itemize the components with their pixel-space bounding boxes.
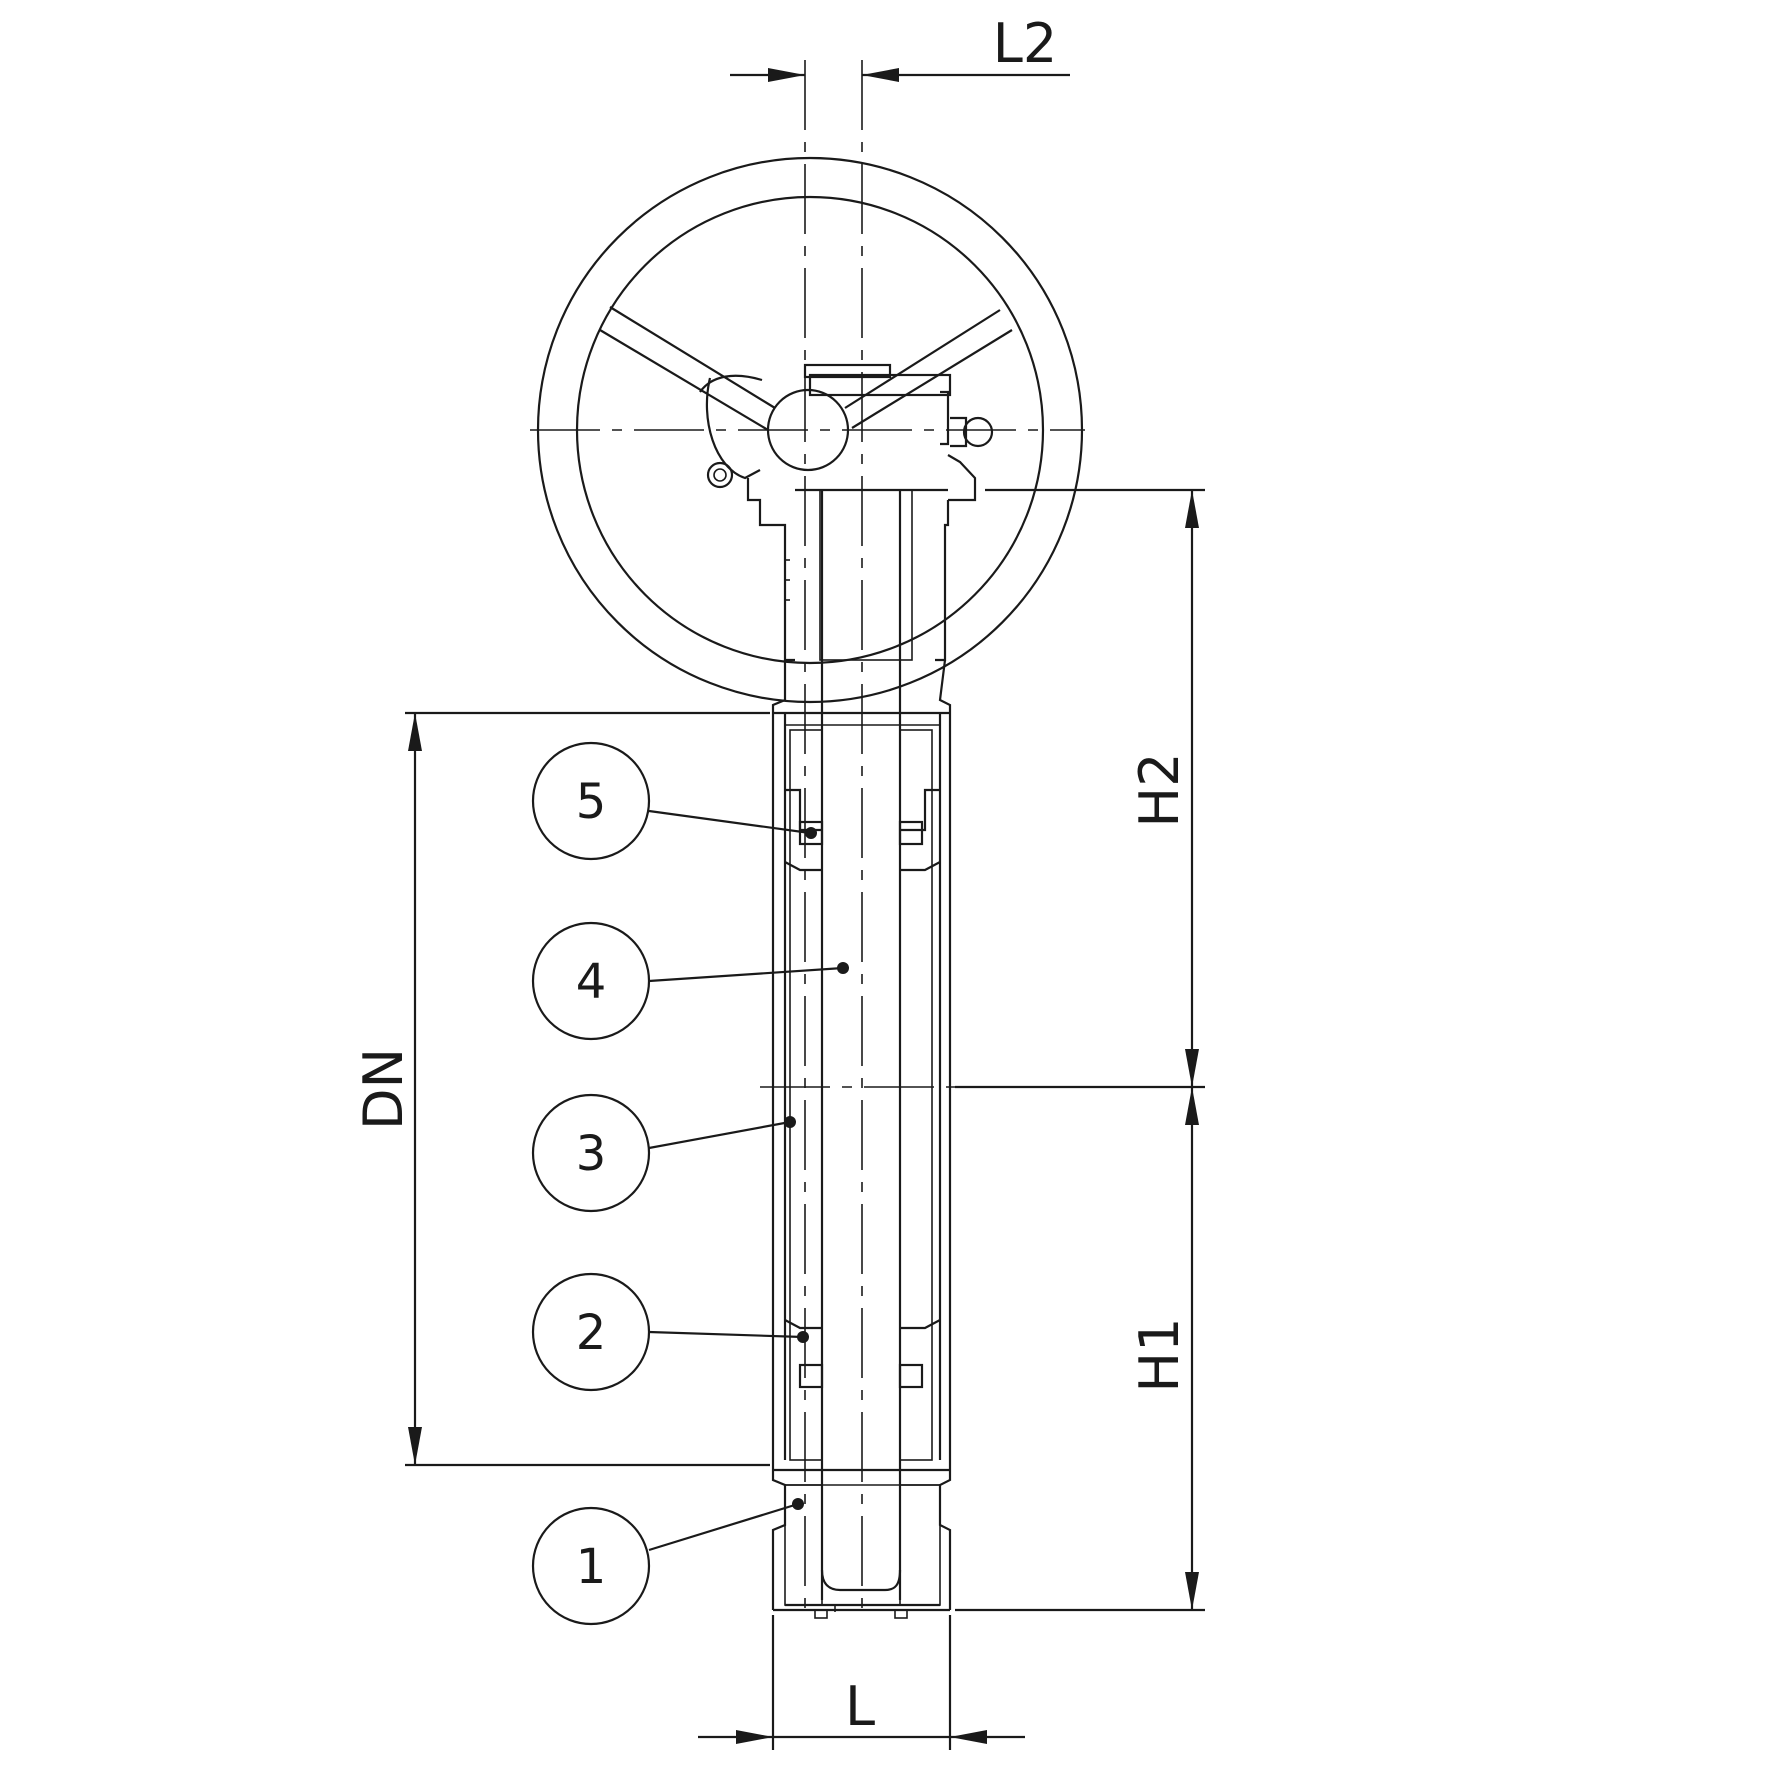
center-lines <box>530 60 1085 1620</box>
balloon-2-label: 2 <box>576 1305 607 1361</box>
gearbox <box>699 363 994 662</box>
balloon-3-label: 3 <box>576 1126 607 1182</box>
dimension-DN: DN <box>352 711 770 1467</box>
balloon-4: 4 <box>531 921 849 1041</box>
dimension-L2-label: L2 <box>993 12 1057 75</box>
balloon-1: 1 <box>531 1498 804 1626</box>
dimension-L-label: L <box>845 1675 875 1738</box>
dimension-H1: H1 <box>955 1085 1205 1612</box>
balloon-5-label: 5 <box>576 774 607 830</box>
dimension-H2-label: H2 <box>1128 753 1191 828</box>
dimension-H2: H2 <box>985 488 1205 1087</box>
dimension-L2: L2 <box>730 12 1070 82</box>
balloon-5: 5 <box>531 741 817 861</box>
handwheel-spokes <box>599 306 1013 431</box>
balloon-4-label: 4 <box>576 954 607 1010</box>
dimension-DN-label: DN <box>352 1048 415 1130</box>
balloon-1-label: 1 <box>576 1539 607 1595</box>
balloon-2: 2 <box>531 1272 809 1392</box>
balloon-3: 3 <box>531 1093 796 1213</box>
dimension-L: L <box>698 1615 1025 1750</box>
dimension-H1-label: H1 <box>1128 1318 1191 1393</box>
